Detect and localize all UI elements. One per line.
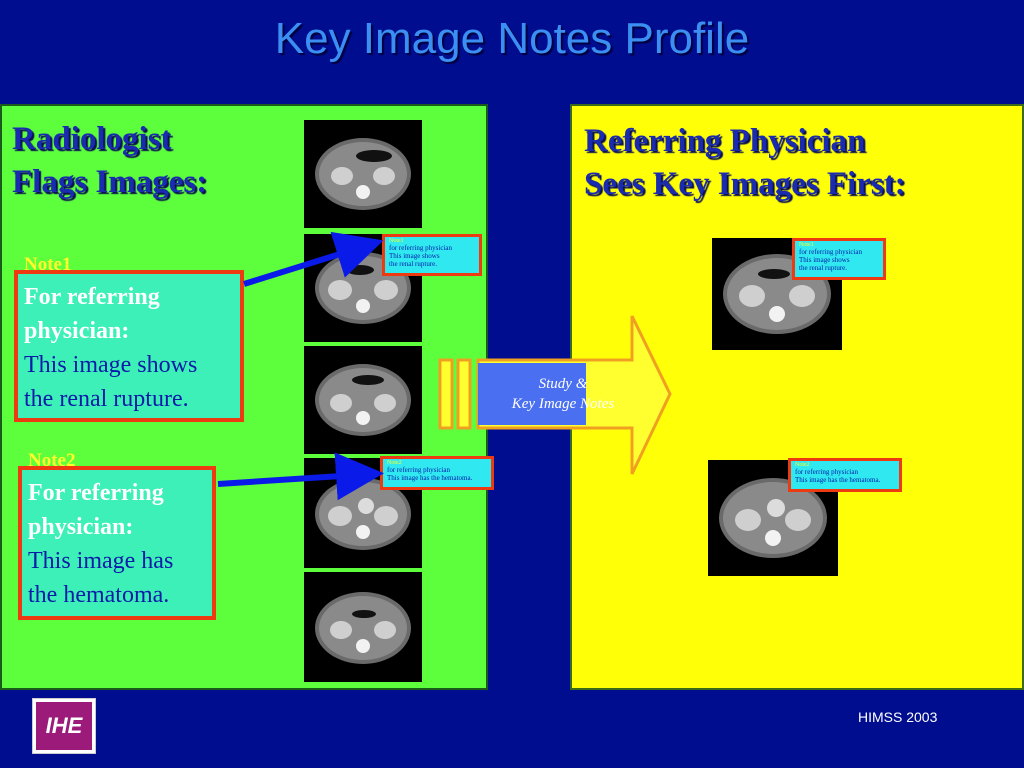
note1-box: For referring physician: This image show… [14,270,244,422]
note2-text-line2: the hematoma. [28,582,170,608]
ihe-logo: IHE [32,698,96,754]
note1-bold-line2: physician: [24,318,130,344]
right-heading-line1: Referring Physician [584,123,866,159]
left-mini-note2: Note2 for referring physician This image… [380,456,494,490]
left-heading-line2: Flags Images: [12,164,208,200]
left-panel-heading: Radiologist Flags Images: [12,118,207,204]
right-heading-line2: Sees Key Images First: [584,166,906,202]
left-mini-note2-line1: for referring physician [387,466,450,474]
ihe-logo-text: IHE [36,702,92,750]
ct-scan-image [304,346,422,454]
right-mini-note1-line1: for referring physician [799,248,862,256]
ct-scan-image [304,572,422,682]
left-mini-note1-label: Note1 [389,238,404,244]
left-mini-note1: Note1 for referring physician This image… [382,234,482,276]
note2-box: For referring physician: This image has … [18,466,216,620]
ct-scan-image [304,120,422,228]
note1-label: Note1 [24,254,72,275]
note1-bold-line1: For referring [24,284,160,310]
left-heading-line1: Radiologist [12,121,172,157]
arrow-line2: Key Image Notes [511,396,615,412]
note2-label: Note2 [28,450,76,471]
left-mini-note2-label: Note2 [387,460,402,466]
right-mini-note1-line3: the renal rupture. [799,264,848,272]
note2-bold-line2: physician: [28,514,134,540]
transfer-arrow-icon [438,315,672,475]
ct-scan-image [708,460,838,576]
transfer-arrow-label: Study & Key Image Notes [488,374,638,414]
note2-bold-line1: For referring [28,480,164,506]
right-panel-heading: Referring Physician Sees Key Images Firs… [584,120,906,206]
note2-text-line1: This image has [28,548,174,574]
right-mini-note1: Note1 for referring physician This image… [792,238,886,280]
arrow-line1: Study & [538,376,588,392]
right-mini-note1-line2: This image shows [799,256,850,264]
slide-title: Key Image Notes Profile [274,14,750,63]
note1-text-line2: the renal rupture. [24,386,189,412]
note1-text-line1: This image shows [24,352,198,378]
left-mini-note2-line2: This image has the hematoma. [387,474,473,482]
right-mini-note2-line2: This image has the hematoma. [795,476,881,484]
footer-event: HIMSS 2003 [858,709,938,725]
left-mini-note1-line3: the renal rupture. [389,260,438,268]
right-mini-note1-label: Note1 [799,242,814,248]
right-mini-note2-line1: for referring physician [795,468,858,476]
right-mini-note2: Note2 for referring physician This image… [788,458,902,492]
left-mini-note1-line1: for referring physician [389,244,452,252]
left-mini-note1-line2: This image shows [389,252,440,260]
right-mini-note2-label: Note2 [795,462,810,468]
